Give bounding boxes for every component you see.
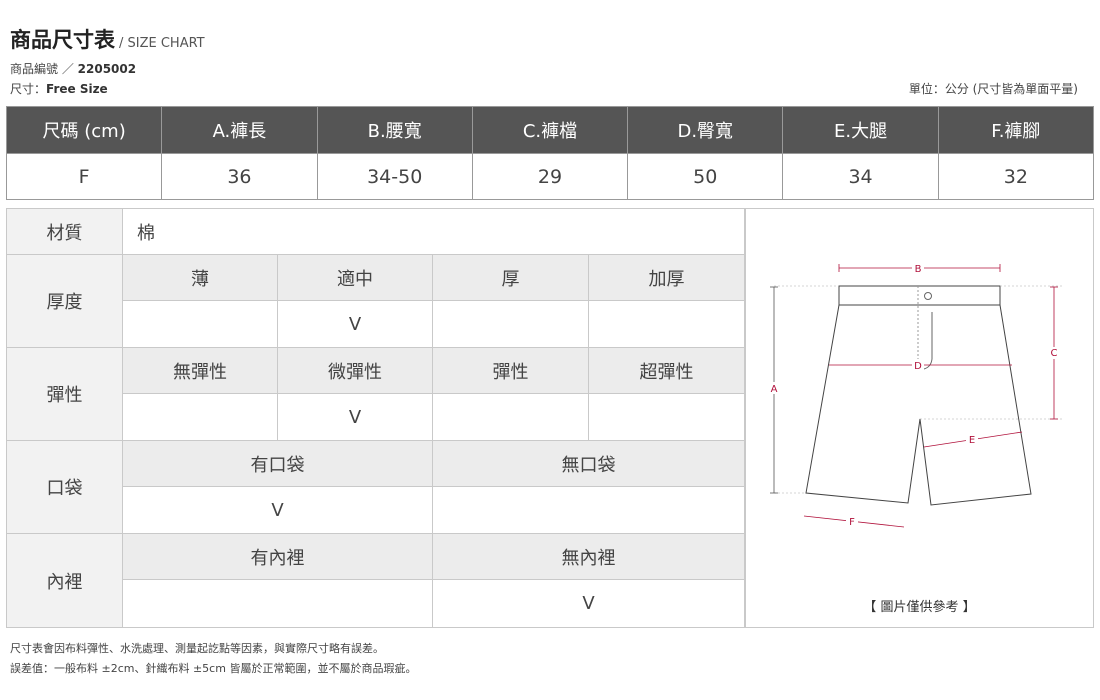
- elasticity-check-cell: [432, 393, 589, 441]
- page-subtitle: / SIZE CHART: [119, 36, 205, 51]
- waistband-shape: [838, 285, 1001, 306]
- size-value-cell: 50: [627, 153, 784, 200]
- pocket-check-cell: [432, 486, 745, 534]
- label-c: C: [1051, 348, 1058, 359]
- size-line: 尺寸：Free Size: [10, 80, 108, 97]
- lining-check-cell: [122, 579, 433, 628]
- elasticity-option: 超彈性: [588, 347, 745, 394]
- material-label: 材質: [6, 208, 123, 255]
- size-value: Free Size: [46, 82, 108, 96]
- product-code-label: 商品編號 ／: [10, 62, 78, 76]
- thickness-option: 薄: [122, 254, 278, 301]
- lining-label: 內裡: [6, 533, 123, 628]
- elasticity-label: 彈性: [6, 347, 123, 441]
- elasticity-option: 微彈性: [277, 347, 433, 394]
- elasticity-check-mark: V: [277, 393, 433, 441]
- size-table: 尺碼 (cm) A.褲長 B.腰寬 C.褲檔 D.臀寬 E.大腿 F.褲腳 F …: [5, 106, 1095, 200]
- shorts-illustration: B D C E F A: [768, 262, 1064, 528]
- label-d: D: [914, 361, 922, 372]
- size-header-cell: C.褲檔: [471, 106, 629, 154]
- size-value-cell: 32: [937, 153, 1095, 200]
- thickness-check-mark: V: [277, 300, 433, 348]
- size-header-cell: B.腰寬: [316, 106, 473, 154]
- elasticity-check-cell: [588, 393, 745, 441]
- product-code-line: 商品編號 ／ 2205002: [10, 60, 136, 77]
- thickness-check-cell: [432, 300, 589, 348]
- footnote: 尺寸表會因布料彈性、水洗處理、測量起訖點等因素，與實際尺寸略有誤差。: [10, 642, 384, 655]
- lining-option: 無內裡: [432, 533, 745, 580]
- size-value-cell: 34-50: [316, 153, 473, 200]
- size-label: 尺寸：: [10, 82, 47, 96]
- size-value-cell: 36: [161, 153, 318, 200]
- size-value-cell: F: [5, 153, 163, 200]
- pocket-label: 口袋: [6, 440, 123, 534]
- size-value-cell: 29: [471, 153, 629, 200]
- size-header-cell: A.褲長: [161, 106, 318, 154]
- size-header-cell: D.臀寬: [627, 106, 784, 154]
- label-f: F: [849, 517, 855, 528]
- thickness-option: 厚: [432, 254, 589, 301]
- thickness-option: 加厚: [588, 254, 745, 301]
- label-b: B: [915, 264, 922, 275]
- table-row: F 36 34-50 29 50 34 32: [5, 153, 1095, 200]
- elasticity-check-cell: [122, 393, 278, 441]
- elasticity-option: 無彈性: [122, 347, 278, 394]
- label-e: E: [969, 435, 975, 446]
- lining-check-mark: V: [432, 579, 745, 628]
- pocket-option: 無口袋: [432, 440, 745, 487]
- footnote: 誤差值：一般布料 ±2cm、針織布料 ±5cm 皆屬於正常範圍，並不屬於商品瑕疵…: [10, 662, 417, 675]
- thickness-option: 適中: [277, 254, 433, 301]
- thickness-label: 厚度: [6, 254, 123, 348]
- product-code: 2205002: [77, 62, 137, 76]
- shorts-diagram: B D C E F A 【 圖片僅供參考 】: [745, 208, 1094, 628]
- size-value-cell: 34: [782, 153, 939, 200]
- pocket-option: 有口袋: [122, 440, 433, 487]
- thickness-check-cell: [588, 300, 745, 348]
- size-header-cell: E.大腿: [782, 106, 939, 154]
- thickness-check-cell: [122, 300, 278, 348]
- pocket-check-mark: V: [122, 486, 433, 534]
- page-header: 商品尺寸表 / SIZE CHART: [10, 24, 205, 54]
- material-value: 棉: [122, 208, 745, 255]
- page-title: 商品尺寸表: [10, 28, 115, 52]
- label-a: A: [771, 384, 778, 395]
- size-table-header-row: 尺碼 (cm) A.褲長 B.腰寬 C.褲檔 D.臀寬 E.大腿 F.褲腳: [5, 106, 1095, 154]
- diagram-caption: 【 圖片僅供參考 】: [863, 600, 976, 615]
- unit-note: 單位：公分 (尺寸皆為單面平量): [908, 82, 1078, 96]
- lining-option: 有內裡: [122, 533, 433, 580]
- size-header-cell: 尺碼 (cm): [5, 106, 163, 154]
- elasticity-option: 彈性: [432, 347, 589, 394]
- size-header-cell: F.褲腳: [937, 106, 1095, 154]
- detail-grid: 材質 棉 厚度 薄 適中 厚 加厚 V 彈性 無彈性 微彈性 彈性 超彈性 V …: [6, 208, 745, 628]
